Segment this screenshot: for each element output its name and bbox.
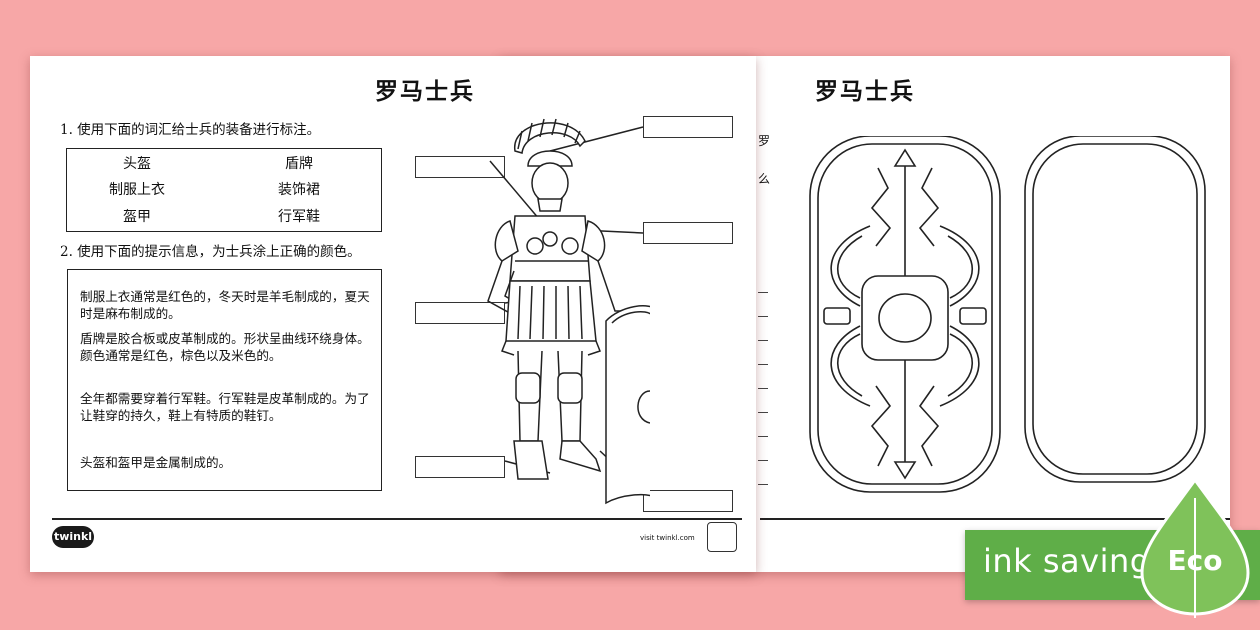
label-box-tunic[interactable]: [643, 222, 733, 244]
hint-tunic: 制服上衣通常是红色的，冬天时是羊毛制成的，夏天时是麻布制成的。: [80, 289, 370, 321]
ink-saving-text: ink saving: [983, 542, 1151, 580]
writing-line: [758, 436, 768, 437]
writing-line: [758, 316, 768, 317]
vocab-sandals: 行军鞋: [278, 209, 320, 225]
vocab-box: 头盔 盾牌 制服上衣 装饰裙 盔甲 行军鞋: [66, 148, 382, 232]
eco-leaf-icon: Eco: [1140, 478, 1250, 618]
eco-badge-text: Eco: [1168, 544, 1223, 577]
writing-line: [758, 364, 768, 365]
label-box-sandals[interactable]: [415, 456, 505, 478]
vocab-helmet: 头盔: [123, 156, 151, 172]
writing-line: [758, 484, 768, 485]
writing-line: [758, 340, 768, 341]
label-box-shield[interactable]: [643, 490, 733, 512]
label-box-skirt[interactable]: [415, 302, 505, 324]
hint-helmet-armour: 头盔和盔甲是金属制成的。: [80, 455, 232, 470]
label-box-helmet[interactable]: [643, 116, 733, 138]
visit-link-text: visit twinkl.com: [640, 534, 695, 542]
decorated-shield: [809, 136, 1001, 493]
vocab-shield: 盾牌: [285, 156, 313, 172]
hint-box: 制服上衣通常是红色的，冬天时是羊毛制成的，夏天时是麻布制成的。 盾牌是胶合板或皮…: [67, 269, 382, 491]
twinkl-logo: twinkl: [52, 526, 94, 548]
back-edge-char: 罗: [758, 134, 771, 148]
instruction-2: 2. 使用下面的提示信息，为士兵涂上正确的颜色。: [60, 244, 361, 260]
hint-shield: 盾牌是胶合板或皮革制成的。形状呈曲线环绕身体。颜色通常是红色，棕色以及米色的。: [80, 331, 370, 363]
back-footer-line: [760, 518, 1230, 520]
writing-line: [758, 412, 768, 413]
front-worksheet: 罗马士兵 1. 使用下面的词汇给士兵的装备进行标注。 头盔 盾牌 制服上衣 装饰…: [30, 56, 756, 572]
instruction-1: 1. 使用下面的词汇给士兵的装备进行标注。: [60, 122, 321, 138]
vocab-tunic: 制服上衣: [109, 182, 165, 198]
soldier-figure: [487, 118, 650, 505]
hint-sandals: 全年都需要穿着行军鞋。行军鞋是皮革制成的。为了让鞋穿的持久，鞋上有特质的鞋钉。: [80, 391, 370, 423]
writing-line: [758, 292, 768, 293]
blank-shield: [1024, 136, 1206, 483]
writing-line: [758, 460, 768, 461]
back-worksheet-title: 罗马士兵: [815, 78, 915, 105]
vocab-skirt: 装饰裙: [278, 182, 320, 198]
vocab-armour: 盔甲: [123, 209, 151, 225]
shield-illustrations: [809, 136, 1206, 493]
label-box-armour[interactable]: [415, 156, 505, 178]
footer-line: [52, 518, 742, 520]
writing-line: [758, 388, 768, 389]
twinkl-badge-icon: [707, 522, 737, 552]
soldier-illustration: [487, 118, 650, 505]
worksheet-title: 罗马士兵: [375, 78, 475, 105]
back-edge-char: 么: [758, 172, 771, 186]
